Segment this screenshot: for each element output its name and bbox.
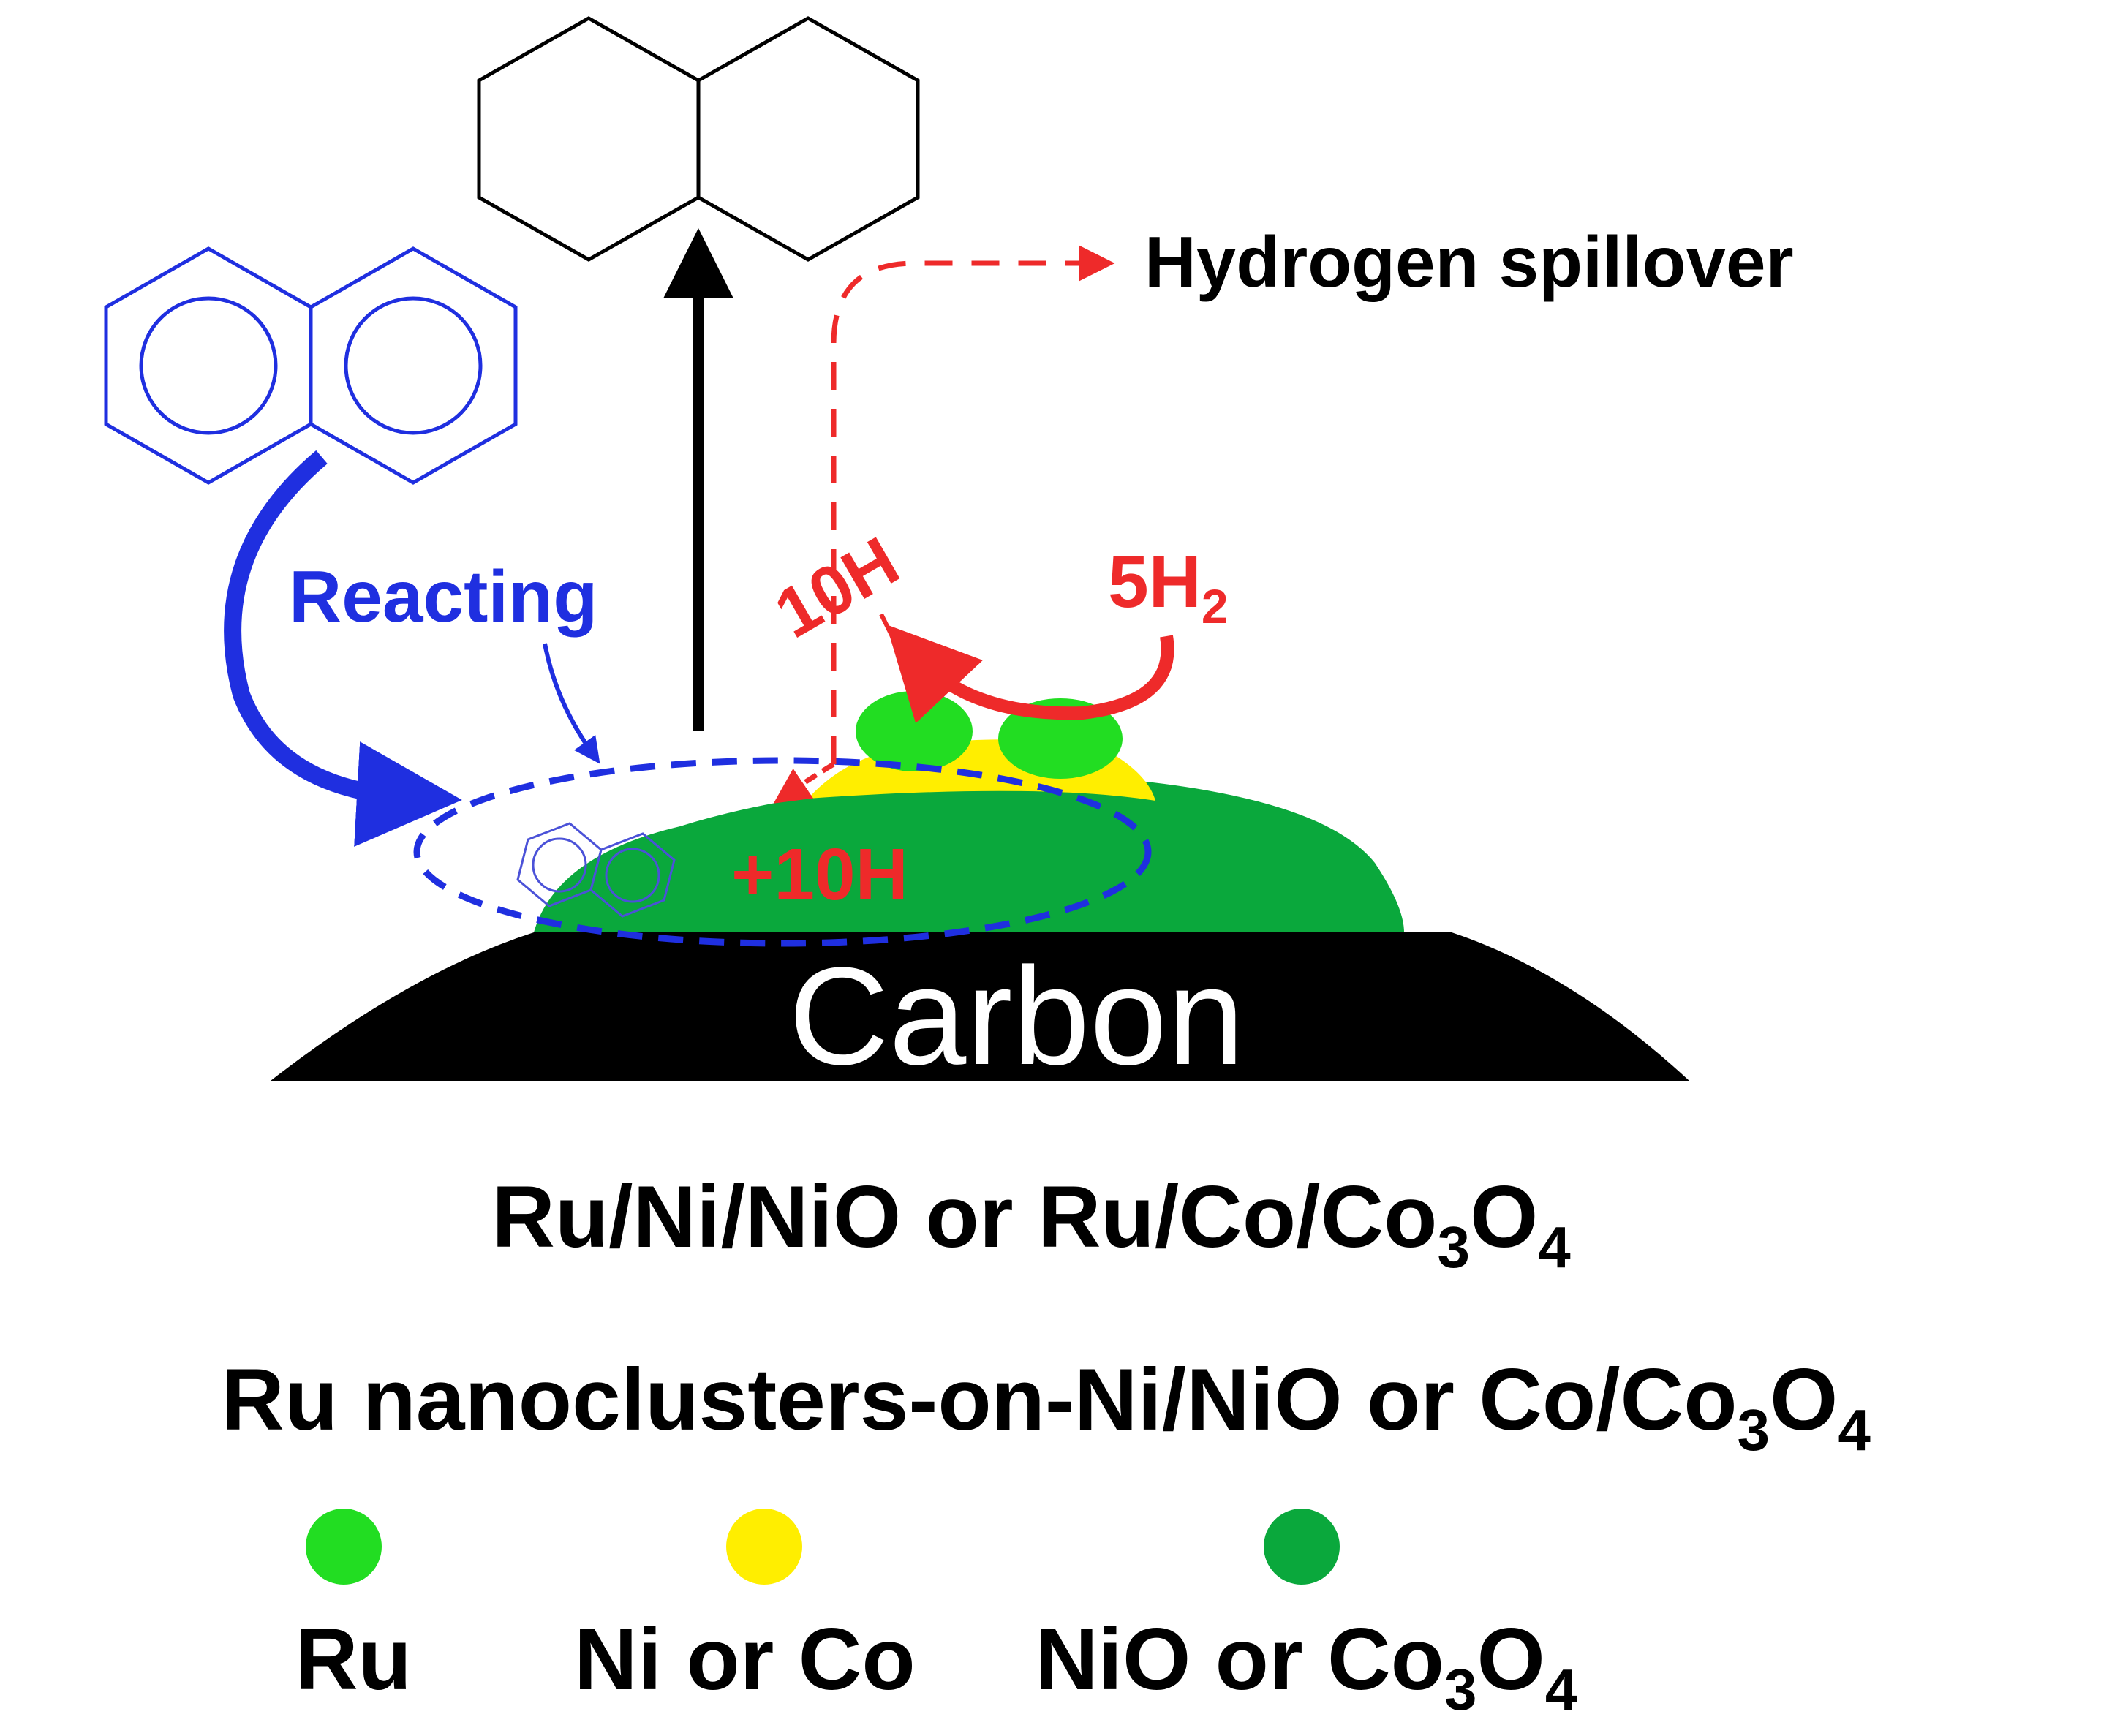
reacting-arrow	[224, 450, 462, 847]
ru-cluster	[856, 691, 973, 771]
decalin-molecule-icon	[477, 16, 920, 262]
reaction-zone	[413, 757, 1152, 947]
reacting-pointer-arrow	[543, 643, 600, 764]
carbon-label: Carbon	[788, 939, 1244, 1094]
hydrogen-spillover-label: Hydrogen spillover	[1144, 222, 1794, 302]
ru-cluster	[998, 698, 1123, 779]
legend-ni-co-label: Ni or Co	[574, 1610, 916, 1708]
five-h2-label: 5H2	[1108, 541, 1229, 633]
legend-ru-swatch	[306, 1509, 382, 1585]
legend-oxide-swatch	[1264, 1509, 1340, 1585]
reacting-label: Reacting	[289, 556, 597, 638]
caption-line-2: Ru nanoclusters-on-Ni/NiO or Co/Co3O4	[221, 1351, 1871, 1463]
carbon-support	[271, 932, 1689, 1081]
dissociation-line	[879, 613, 925, 700]
naphthalene-molecule-icon	[104, 246, 518, 485]
legend-ni-co-swatch	[726, 1509, 802, 1585]
legend-ru-label: Ru	[295, 1610, 412, 1708]
legend-oxide-label: NiO or Co3O4	[1035, 1610, 1578, 1722]
naphthalene-adsorbed-icon	[516, 822, 676, 918]
spillover-down-arrow	[773, 761, 835, 804]
h2-dissociation-arrow	[886, 624, 1174, 724]
caption-line-1: Ru/Ni/NiO or Ru/Co/Co3O4	[491, 1168, 1571, 1280]
plus-ten-h-label: +10H	[731, 834, 908, 916]
spillover-path	[831, 245, 1115, 764]
oxide-layer	[534, 775, 1404, 932]
